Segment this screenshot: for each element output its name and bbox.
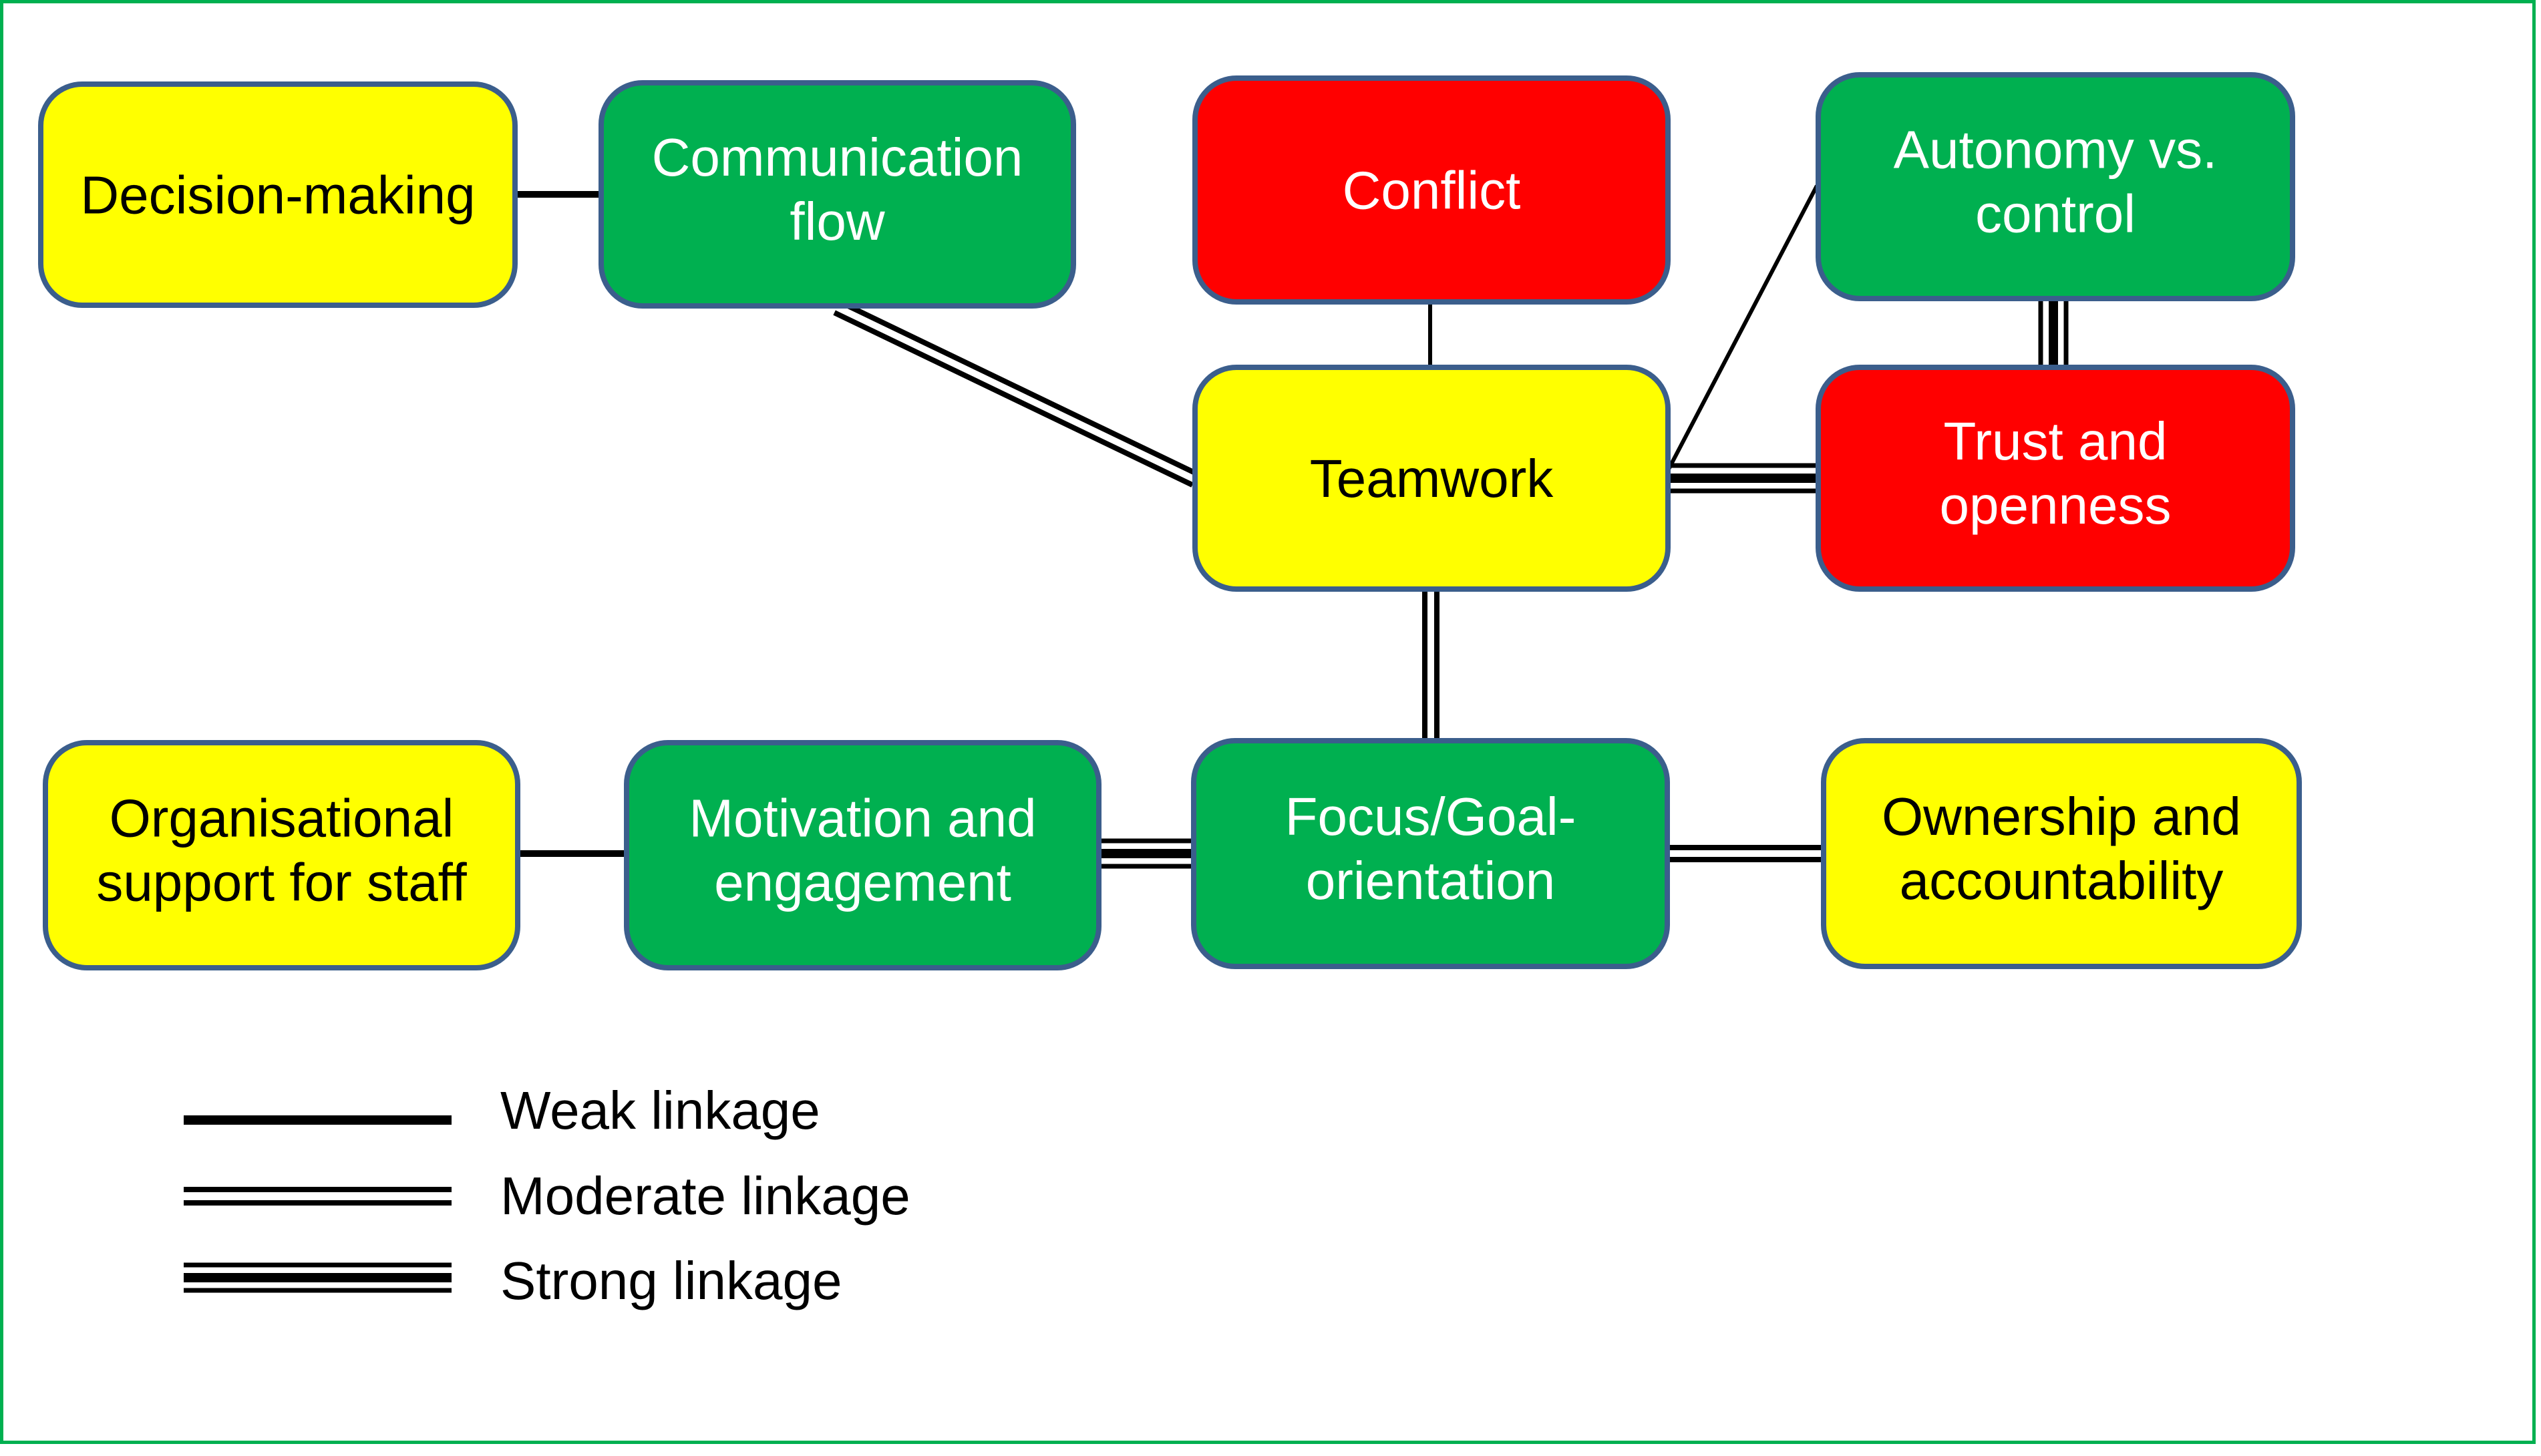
node-decision-making: Decision-making — [38, 81, 518, 308]
node-focus-goal-orientation: Focus/Goal-orientation — [1191, 738, 1670, 969]
node-label-ownership-and-accountability-line-2: accountability — [1900, 851, 2224, 910]
node-label-teamwork-line-1: Teamwork — [1310, 449, 1554, 508]
node-teamwork: Teamwork — [1192, 365, 1671, 592]
node-label-organisational-support-line-1: Organisational — [110, 789, 454, 848]
node-label-communication-flow-line-2: flow — [790, 192, 884, 251]
node-label-trust-and-openness-line-1: Trust and — [1944, 411, 2168, 471]
node-label-autonomy-vs-control-line-1: Autonomy vs. — [1894, 120, 2218, 180]
link-teamwork-to-autonomy-vs-control-weak-stroke-1 — [1663, 184, 1819, 477]
node-box-conflict — [1192, 75, 1671, 305]
link-autonomy-vs-control-to-trust-and-openness-strong — [2038, 299, 2069, 367]
node-label-focus-goal-orientation-line-2: orientation — [1306, 851, 1556, 910]
link-communication-flow-to-teamwork-moderate — [833, 299, 1199, 488]
legend-label-strong: Strong linkage — [500, 1251, 842, 1310]
node-label-motivation-and-engagement-line-2: engagement — [714, 853, 1011, 912]
node-box-ownership-and-accountability — [1821, 738, 2302, 969]
legend-item-strong: Strong linkage — [184, 1251, 842, 1310]
link-communication-flow-to-teamwork-moderate-stroke-2 — [833, 310, 1194, 488]
legend-label-weak: Weak linkage — [500, 1081, 820, 1140]
node-label-communication-flow-line-1: Communication — [652, 128, 1023, 187]
legend-item-moderate: Moderate linkage — [184, 1166, 910, 1226]
node-box-communication-flow — [599, 80, 1076, 309]
node-label-focus-goal-orientation-line-1: Focus/Goal- — [1285, 787, 1576, 846]
link-focus-goal-orientation-to-ownership-and-accountability-moderate — [1667, 845, 1824, 862]
link-teamwork-to-autonomy-vs-control-weak — [1663, 184, 1819, 477]
node-box-focus-goal-orientation — [1191, 738, 1670, 969]
links-layer — [515, 184, 2069, 869]
node-box-organisational-support — [43, 740, 520, 970]
node-box-decision-making — [38, 81, 518, 308]
node-label-autonomy-vs-control-line-2: control — [1975, 184, 2136, 244]
node-label-conflict-line-1: Conflict — [1343, 161, 1521, 220]
legend-label-moderate: Moderate linkage — [500, 1166, 910, 1226]
node-box-trust-and-openness — [1816, 365, 2295, 592]
node-label-trust-and-openness-line-2: openness — [1940, 476, 2172, 535]
node-box-teamwork — [1192, 365, 1671, 592]
node-conflict: Conflict — [1192, 75, 1671, 305]
legend-item-weak: Weak linkage — [184, 1081, 820, 1140]
node-label-motivation-and-engagement-line-1: Motivation and — [689, 789, 1036, 848]
node-label-organisational-support-line-2: support for staff — [96, 853, 467, 912]
node-label-decision-making-line-1: Decision-making — [80, 166, 475, 225]
node-box-autonomy-vs-control — [1816, 72, 2295, 301]
link-teamwork-to-trust-and-openness-strong — [1668, 463, 1818, 494]
link-motivation-and-engagement-to-focus-goal-orientation-strong — [1099, 838, 1194, 869]
link-communication-flow-to-teamwork-moderate-stroke-1 — [838, 299, 1199, 477]
node-label-ownership-and-accountability-line-1: Ownership and — [1882, 787, 2241, 846]
node-box-motivation-and-engagement — [624, 740, 1102, 970]
link-teamwork-to-focus-goal-orientation-moderate — [1422, 589, 1439, 741]
node-autonomy-vs-control: Autonomy vs.control — [1816, 72, 2295, 301]
